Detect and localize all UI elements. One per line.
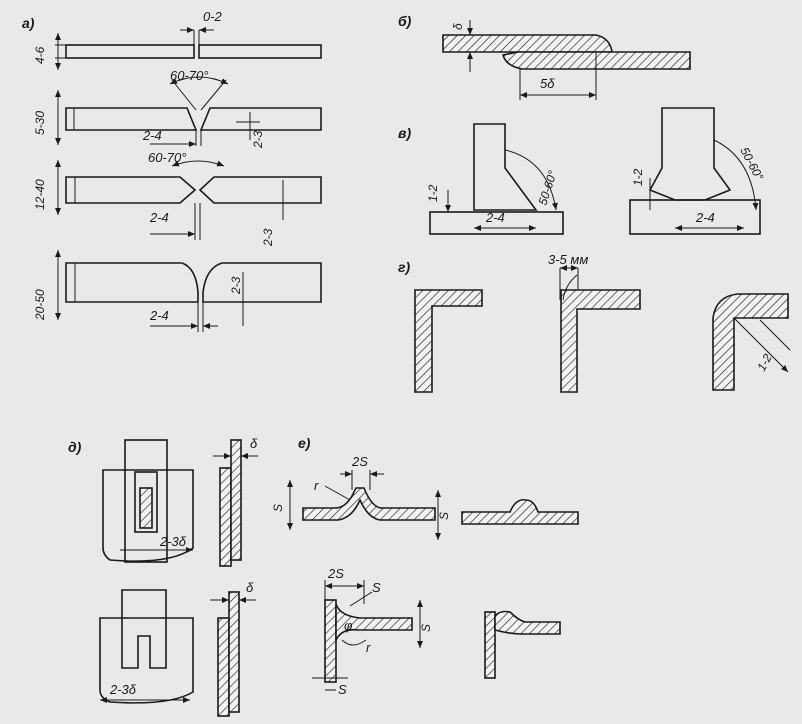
panel-a-butt-joints: [55, 27, 322, 332]
joint-square-butt: [55, 27, 322, 70]
joint-single-v-butt: [55, 76, 322, 147]
e-top-width: 2S: [351, 454, 368, 469]
e-bottom-thickness-top: S: [372, 580, 381, 595]
a-row2-angle: 60-70°: [170, 68, 208, 83]
d-bottom-thickness: δ: [246, 580, 254, 595]
b-overlap: 5δ: [540, 76, 555, 91]
d-bottom-overlap: 2-3δ: [109, 682, 137, 697]
e-bottom-radius: r: [366, 640, 371, 655]
g-chamfer: 1-2: [754, 351, 775, 373]
d-top-thickness: δ: [250, 436, 258, 451]
a-row1-thickness: 4-6: [33, 46, 47, 64]
b-thickness: δ: [451, 23, 465, 30]
v-left-root-gap: 2-4: [485, 210, 505, 225]
section-label-d: д): [68, 439, 82, 455]
panel-d-slot-joints: [99, 439, 258, 717]
e-bottom-width: 2S: [327, 566, 344, 581]
a-row4-thickness: 20-50: [33, 289, 47, 321]
a-row4-root-face: 2-3: [229, 276, 243, 295]
a-row3-angle: 60-70°: [148, 150, 186, 165]
v-right-root-face: 1-2: [631, 168, 645, 186]
panel-g-corner-joints: [414, 265, 791, 393]
e-bottom-thickness-side: S: [338, 682, 347, 697]
panel-b-lap-joint: [442, 20, 691, 100]
v-right-root-gap: 2-4: [695, 210, 715, 225]
a-row3-root-face: 2-3: [261, 228, 275, 247]
joint-u-groove-butt: [55, 250, 322, 332]
a-row3-root-gap: 2-4: [149, 210, 169, 225]
v-left-root-face: 1-2: [426, 184, 440, 202]
e-top-height: S: [437, 512, 451, 520]
section-label-e: е): [298, 435, 311, 451]
e-top-radius: r: [314, 478, 319, 493]
e-bottom-height: S: [419, 624, 433, 632]
a-row1-gap: 0-2: [203, 9, 223, 24]
section-label-b: б): [398, 13, 412, 29]
section-label-a: а): [22, 15, 35, 31]
a-row3-thickness: 12-40: [33, 179, 47, 210]
e-bottom-angle: φ: [344, 618, 353, 633]
joint-double-v-butt: [55, 160, 322, 240]
e-top-thickness: S: [271, 504, 285, 512]
section-label-g: г): [398, 259, 410, 275]
panel-v-tee-joints: [429, 107, 761, 235]
a-row4-root-gap: 2-4: [149, 308, 169, 323]
panel-e-flanged-joints: [287, 470, 579, 691]
d-top-overlap: 2-3δ: [159, 534, 187, 549]
section-label-v: в): [398, 125, 411, 141]
v-left-angle: 50-60°: [536, 169, 560, 207]
a-row2-thickness: 5-30: [33, 111, 47, 135]
a-row2-root-face: 2-3: [251, 130, 265, 149]
g-size: 3-5 мм: [548, 252, 588, 267]
a-row2-root-gap: 2-4: [142, 128, 162, 143]
